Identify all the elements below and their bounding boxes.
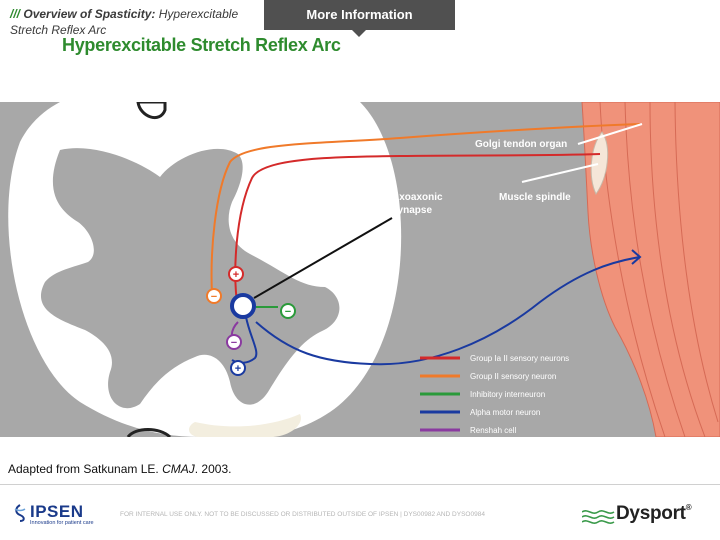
axoaxonic-synapse-label-2: synapse [392,205,432,216]
golgi-tendon-organ-label: Golgi tendon organ [475,139,567,150]
dysport-registered: ® [685,503,692,512]
cord-bottom-edge [126,428,172,437]
citation-prefix: Adapted from Satkunam LE. [8,462,159,476]
group-ia-sensory-neuron-path [234,153,601,311]
dysport-word: Dysport [616,503,686,524]
tab-pointer [352,30,366,37]
muscle-fiber-2 [624,102,686,437]
dysport-logo: Dysport® [582,500,702,530]
alpha-motor-neuron-path [255,256,641,366]
svg-text:−: − [211,291,217,303]
reflex-arc-diagram: + − − − + Golgi tendon organ Muscle spin… [0,102,720,437]
ipsen-mark-icon [14,504,26,522]
svg-text:+: + [235,363,241,375]
breadcrumb: /// Overview of Spasticity: Hyperexcitab… [10,6,272,38]
synapse-plus-upper: + [228,266,244,282]
gray-matter [40,148,340,409]
svg-text:−: − [285,306,291,318]
muscle-spindle-label: Muscle spindle [499,192,571,203]
svg-text:+: + [233,269,239,281]
alpha-motor-neuron-soma [230,293,256,319]
legend-label-ii: Group II sensory neuron [470,372,556,381]
axoaxonic-pointer-line [253,217,393,299]
svg-text:−: − [231,337,237,349]
footer-divider [0,484,720,485]
motor-end-fork [631,249,642,265]
muscle-spindle-shape [590,131,609,195]
muscle-fiber-3 [649,102,706,437]
legend: Group Ia II sensory neurons Group II sen… [420,354,569,435]
dysport-waves-icon [582,510,615,524]
central-canal-notch [136,102,167,120]
legend-label-renshaw: Renshah cell [470,426,516,435]
synapse-minus-left: − [206,288,222,304]
breadcrumb-topic: Hyperexcitable Stretch Reflex Arc [10,7,239,37]
golgi-pointer-line [577,123,643,145]
ipsen-logo: IPSEN Innovation for patient care [12,502,102,530]
breadcrumb-slashes: /// [10,7,21,21]
citation: Adapted from Satkunam LE. CMAJ. 2003. [8,462,231,476]
ipsen-tagline: Innovation for patient care [30,520,94,526]
citation-journal: CMAJ [162,462,195,476]
footer-disclaimer: FOR INTERNAL USE ONLY. NOT TO BE DISCUSS… [120,511,485,518]
synapse-minus-right: − [280,303,296,319]
muscle-fiber-4 [674,102,719,423]
synapse-minus-lower: − [226,334,242,350]
dysport-wordmark: Dysport® [616,503,692,525]
ipsen-wordmark: IPSEN [30,502,84,521]
synapse-plus-lower: + [230,360,246,376]
breadcrumb-section: Overview of Spasticity: [23,7,156,21]
muscle [581,102,720,437]
spindle-pointer-line [521,163,599,183]
legend-label-inhibitory: Inhibitory interneuron [470,390,545,399]
more-information-tab[interactable]: More Information [264,0,455,30]
legend-label-ia: Group Ia II sensory neurons [470,354,569,363]
citation-suffix: . 2003. [194,462,232,476]
cord-outer-edge [188,414,301,437]
page-title: Hyperexcitable Stretch Reflex Arc [62,35,341,55]
legend-label-alpha: Alpha motor neuron [470,408,540,417]
group-ii-sensory-neuron-path [210,123,641,295]
axoaxonic-synapse-label-1: Axoaxonic [392,192,443,203]
